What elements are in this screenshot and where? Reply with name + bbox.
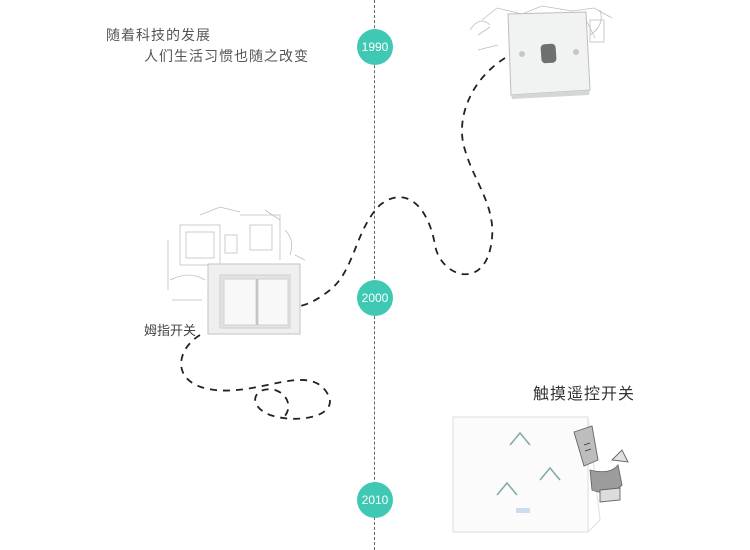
touch-switch-label: 触摸遥控开关	[533, 384, 636, 403]
remote-sketch-2010	[573, 425, 629, 503]
timeline-axis	[374, 0, 375, 550]
switch-2010-plate	[452, 416, 601, 533]
dashed-path-upper	[299, 57, 506, 307]
sketch-bg-1990	[469, 5, 613, 51]
intro-line-1: 随着科技的发展	[106, 28, 211, 44]
switch-2000-plate	[207, 263, 301, 335]
intro-line-2: 人们生活习惯也随之改变	[144, 49, 309, 65]
dashed-path-lower	[180, 334, 331, 420]
thumb-switch-label: 姆指开关	[144, 324, 197, 339]
year-badge-2010: 2010	[357, 482, 393, 518]
switch-1990-plate	[507, 11, 591, 99]
year-badge-2000: 2000	[357, 280, 393, 316]
year-badge-1990: 1990	[357, 29, 393, 65]
sketch-bg-2000	[167, 206, 306, 301]
